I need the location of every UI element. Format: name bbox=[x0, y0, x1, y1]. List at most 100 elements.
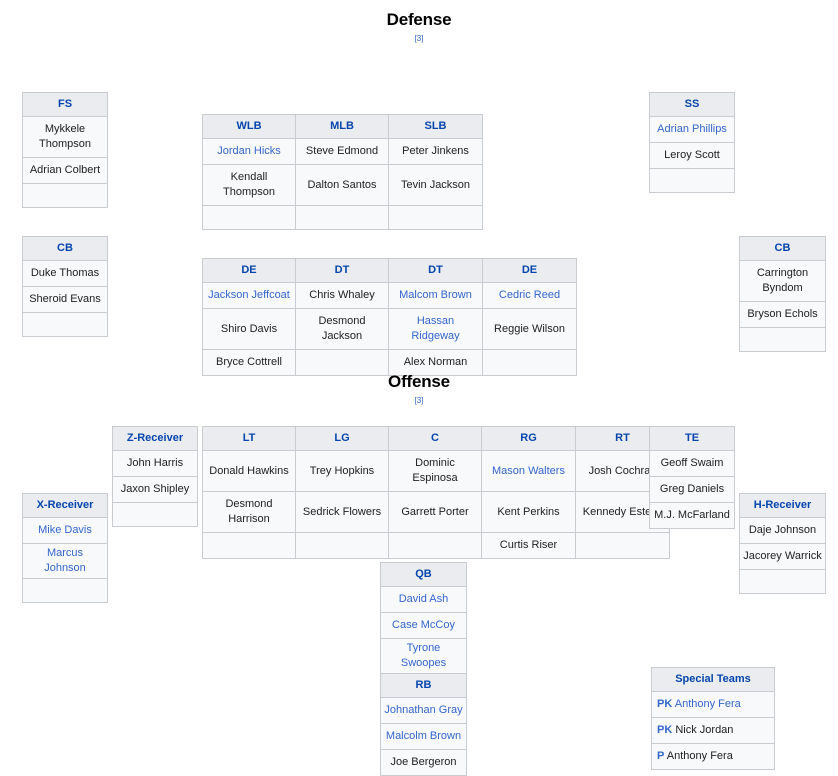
table-row: Sedrick Flowers bbox=[295, 491, 389, 533]
depth-table-x-receiver: X-Receiver Mike Davis Marcus Johnson bbox=[22, 493, 108, 603]
table-row bbox=[388, 532, 482, 559]
table-row: Marcus Johnson bbox=[22, 543, 108, 579]
table-row: Adrian Phillips bbox=[649, 116, 735, 143]
player-link[interactable]: Adrian Phillips bbox=[657, 123, 727, 135]
table-row bbox=[739, 327, 826, 352]
table-row: Garrett Porter bbox=[388, 491, 482, 533]
table-row: Jacorey Warrick bbox=[739, 543, 826, 570]
depth-table-h-receiver: H-Receiver Daje Johnson Jacorey Warrick bbox=[739, 493, 826, 594]
player-link[interactable]: Mason Walters bbox=[492, 464, 565, 477]
depth-table-cb-right: CB Carrington Byndom Bryson Echols bbox=[739, 236, 826, 352]
player-link[interactable]: Mike Davis bbox=[38, 524, 92, 536]
column-header-de-right: DE bbox=[482, 258, 577, 283]
table-row: Trey Hopkins bbox=[295, 450, 389, 492]
depth-table-qb: QB David Ash Case McCoy Tyrone Swoopes bbox=[380, 562, 467, 674]
depth-table-offensive-line: LT LG C RG RT Donald Hawkins Trey Hopkin… bbox=[202, 426, 670, 559]
depth-table-special-teams: Special Teams PK Anthony Fera PK Nick Jo… bbox=[651, 667, 775, 770]
table-row: Jaxon Shipley bbox=[112, 476, 198, 503]
defense-section-title: Defense bbox=[386, 10, 452, 29]
table-row: Joe Bergeron bbox=[380, 749, 467, 776]
player-name: Anthony Fera bbox=[666, 750, 733, 762]
table-row: Desmond Harrison bbox=[202, 491, 296, 533]
player-link[interactable]: Malcom Brown bbox=[399, 289, 472, 301]
table-row: David Ash bbox=[380, 586, 467, 613]
table-row: Peter Jinkens bbox=[388, 138, 483, 165]
table-row bbox=[22, 312, 108, 337]
table-row: Bryce Cottrell bbox=[202, 349, 296, 376]
table-row: Mike Davis bbox=[22, 517, 108, 544]
table-row: Malcolm Brown bbox=[380, 723, 467, 750]
player-link[interactable]: Tyrone Swoopes bbox=[400, 642, 447, 669]
table-row: Reggie Wilson bbox=[482, 308, 577, 350]
column-header-rg: RG bbox=[481, 426, 576, 451]
column-header-wlb: WLB bbox=[202, 114, 296, 139]
table-row: Curtis Riser bbox=[481, 532, 576, 559]
table-row bbox=[649, 168, 735, 193]
player-link[interactable]: Case McCoy bbox=[392, 619, 455, 631]
offense-reference-marker[interactable]: [3] bbox=[414, 396, 424, 405]
column-header-de-left: DE bbox=[202, 258, 296, 283]
table-row: Cedric Reed bbox=[482, 282, 577, 309]
column-header-mlb: MLB bbox=[295, 114, 389, 139]
column-header-dt-right: DT bbox=[388, 258, 483, 283]
depth-table-ss: SS Adrian Phillips Leroy Scott bbox=[649, 92, 735, 193]
player-link[interactable]: David Ash bbox=[398, 593, 449, 605]
depth-table-z-receiver: Z-Receiver John Harris Jaxon Shipley bbox=[112, 426, 198, 527]
table-row: Bryson Echols bbox=[739, 301, 826, 328]
table-row: Kendall Thompson bbox=[202, 164, 296, 206]
table-row bbox=[295, 532, 389, 559]
table-row bbox=[295, 205, 389, 230]
table-row: Tevin Jackson bbox=[388, 164, 483, 206]
table-row bbox=[112, 502, 198, 527]
player-link[interactable]: Anthony Fera bbox=[674, 698, 741, 710]
player-link[interactable]: Jordan Hicks bbox=[217, 145, 281, 157]
table-row: Hassan Ridgeway bbox=[388, 308, 483, 350]
column-header-fs: FS bbox=[22, 92, 108, 117]
depth-table-rb: RB Johnathan Gray Malcolm Brown Joe Berg… bbox=[380, 673, 467, 776]
table-row: Johnathan Gray bbox=[380, 697, 467, 724]
table-row: Chris Whaley bbox=[295, 282, 389, 309]
column-header-slb: SLB bbox=[388, 114, 483, 139]
table-row: Dalton Santos bbox=[295, 164, 389, 206]
table-row bbox=[202, 532, 296, 559]
depth-table-te: TE Geoff Swaim Greg Daniels M.J. McFarla… bbox=[649, 426, 735, 529]
table-row: Duke Thomas bbox=[22, 260, 108, 287]
table-row: Desmond Jackson bbox=[295, 308, 389, 350]
table-row: Dominic Espinosa bbox=[388, 450, 482, 492]
table-row: Adrian Colbert bbox=[22, 157, 108, 184]
column-header-lt: LT bbox=[202, 426, 296, 451]
table-row: Case McCoy bbox=[380, 612, 467, 639]
column-header-z-receiver: Z-Receiver bbox=[112, 426, 198, 451]
table-row: Leroy Scott bbox=[649, 142, 735, 169]
table-row: Jackson Jeffcoat bbox=[202, 282, 296, 309]
table-row: Carrington Byndom bbox=[739, 260, 826, 302]
table-row: Mykkele Thompson bbox=[22, 116, 108, 158]
table-row: PK Anthony Fera bbox=[651, 691, 775, 718]
offense-section-title: Offense bbox=[388, 372, 450, 391]
table-row bbox=[22, 578, 108, 603]
defense-reference-marker[interactable]: [3] bbox=[414, 34, 424, 43]
table-row bbox=[482, 349, 577, 376]
column-header-cb-left: CB bbox=[22, 236, 108, 261]
table-row bbox=[575, 532, 670, 559]
player-link[interactable]: Malcolm Brown bbox=[385, 730, 462, 742]
depth-table-cb-left: CB Duke Thomas Sheroid Evans bbox=[22, 236, 108, 337]
column-header-cb-right: CB bbox=[739, 236, 826, 261]
player-link[interactable]: Johnathan Gray bbox=[384, 704, 463, 716]
column-header-c: C bbox=[388, 426, 482, 451]
depth-table-defensive-line: DE DT DT DE Jackson Jeffcoat Chris Whale… bbox=[202, 258, 577, 376]
table-row bbox=[388, 205, 483, 230]
table-row: Shiro Davis bbox=[202, 308, 296, 350]
column-header-ss: SS bbox=[649, 92, 735, 117]
player-link[interactable]: Jackson Jeffcoat bbox=[208, 289, 290, 301]
table-row: Daje Johnson bbox=[739, 517, 826, 544]
table-row bbox=[22, 183, 108, 208]
position-abbr: PK bbox=[657, 724, 673, 736]
table-row: Tyrone Swoopes bbox=[380, 638, 467, 674]
column-header-te: TE bbox=[649, 426, 735, 451]
table-row: Geoff Swaim bbox=[649, 450, 735, 477]
player-link[interactable]: Hassan Ridgeway bbox=[411, 315, 460, 342]
depth-table-fs: FS Mykkele Thompson Adrian Colbert bbox=[22, 92, 108, 208]
player-link[interactable]: Cedric Reed bbox=[498, 289, 561, 301]
player-link[interactable]: Marcus Johnson bbox=[44, 547, 86, 574]
